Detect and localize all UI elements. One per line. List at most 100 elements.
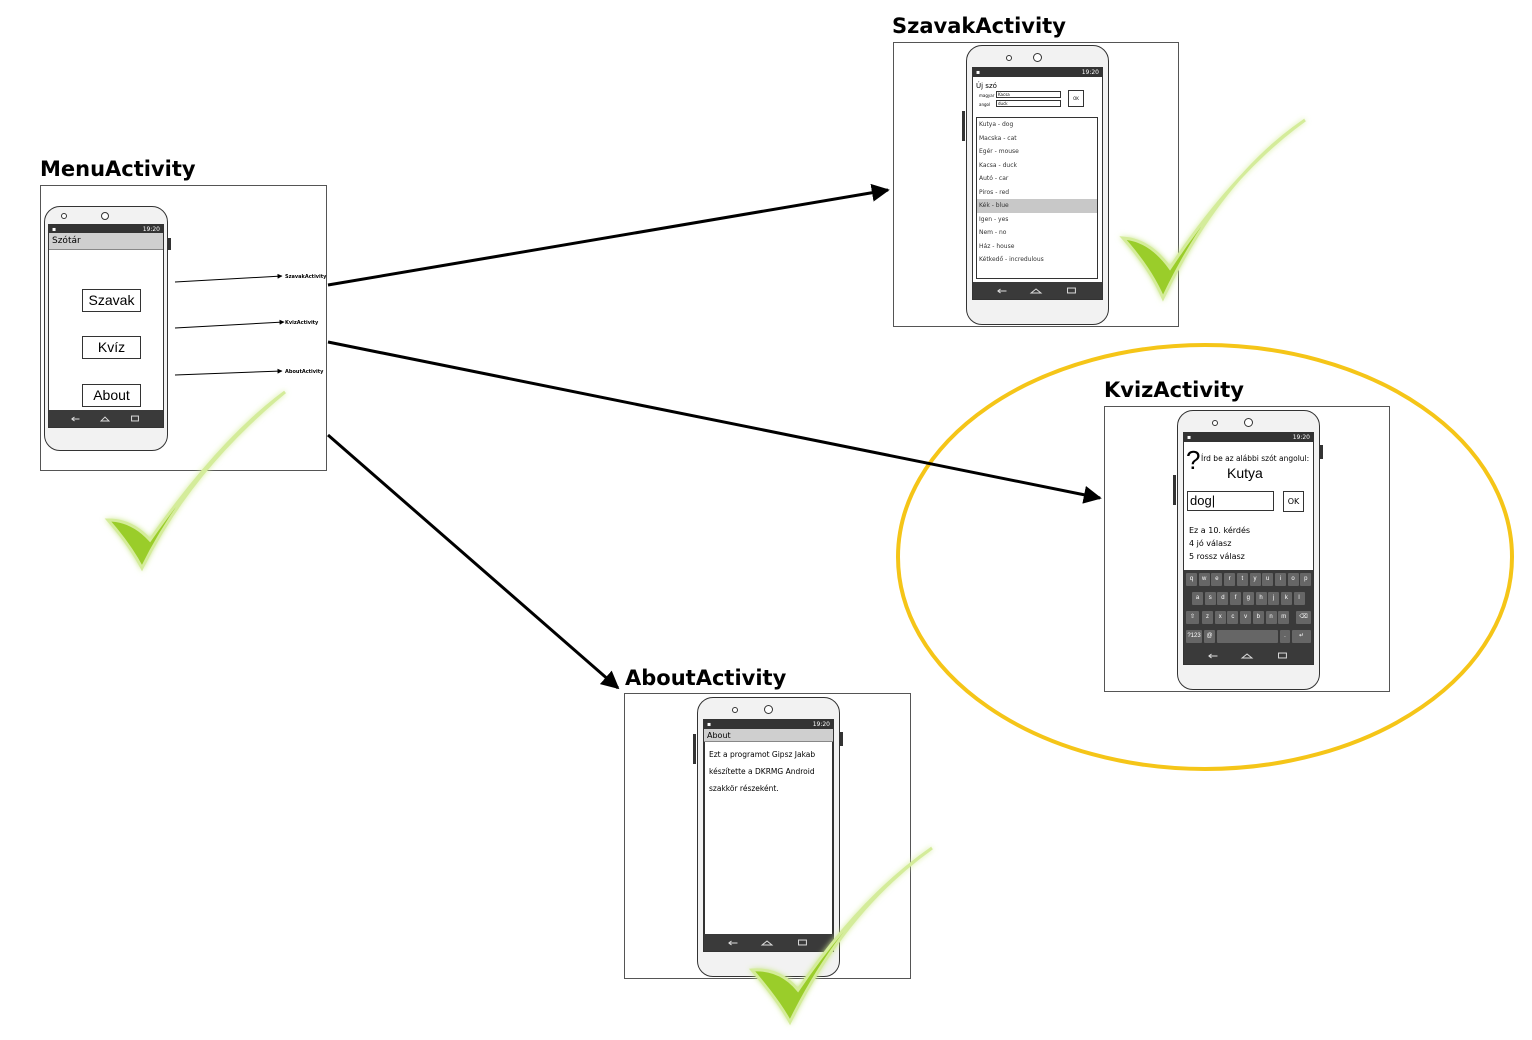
word-list-item[interactable]: Ház - house xyxy=(979,242,1015,250)
arrow-to-szavak xyxy=(327,183,890,287)
link-line-kviz xyxy=(174,319,285,329)
camera-icon xyxy=(764,705,773,714)
about-button[interactable]: About xyxy=(82,384,141,407)
navigation-bar xyxy=(973,282,1102,299)
recents-icon[interactable] xyxy=(131,415,139,422)
menu-screen: ▪ 19:20 Szótár Szavak Kvíz About xyxy=(48,224,164,428)
kviz-screen: ▪ 19:20 ? Írd be az alábbi szót angolul:… xyxy=(1183,432,1314,665)
navigation-bar xyxy=(1184,647,1313,664)
key-k[interactable]: k xyxy=(1280,592,1292,605)
notification-icon: ▪ xyxy=(1187,434,1192,441)
kviz-button[interactable]: Kvíz xyxy=(82,336,141,359)
home-icon[interactable] xyxy=(1240,653,1254,659)
notification-icon: ▪ xyxy=(52,226,57,233)
word-list-item[interactable]: Kék - blue xyxy=(977,199,1097,213)
ok-button[interactable]: OK xyxy=(1068,90,1084,107)
key-d[interactable]: d xyxy=(1217,592,1229,605)
about-text-line-2: készítette a DKRMG Android xyxy=(709,767,815,776)
key-s[interactable]: s xyxy=(1204,592,1216,605)
key-i[interactable]: i xyxy=(1274,573,1286,586)
ok-button[interactable]: OK xyxy=(1283,491,1304,512)
word-list-item[interactable]: Nem - no xyxy=(979,229,1007,236)
enter-icon[interactable]: ↵ xyxy=(1292,630,1311,643)
about-phone: ▪ 19:20 About Ezt a programot Gipsz Jaka… xyxy=(697,697,840,977)
key-f[interactable]: f xyxy=(1230,592,1242,605)
back-icon[interactable] xyxy=(997,288,1007,294)
word-list-item[interactable]: Egér - mouse xyxy=(979,148,1019,155)
question-icon: ? xyxy=(1186,445,1201,475)
key-g[interactable]: g xyxy=(1242,592,1254,605)
key-symbols[interactable]: ?123 xyxy=(1186,630,1202,643)
home-icon[interactable] xyxy=(99,416,111,422)
status-bar: ▪ 19:20 xyxy=(49,225,163,233)
power-button xyxy=(962,111,965,141)
angol-input[interactable]: duck xyxy=(996,100,1061,107)
menu-actionbar: Szótár xyxy=(49,233,163,250)
answer-input[interactable]: dog| xyxy=(1187,491,1274,511)
key-o[interactable]: o xyxy=(1287,573,1299,586)
menu-activity-title: MenuActivity xyxy=(40,157,196,181)
szavak-screen: ▪ 19:20 Új szó magyar Kacsa angol duck O… xyxy=(972,67,1103,300)
kviz-activity-frame: ▪ 19:20 ? Írd be az alábbi szót angolul:… xyxy=(1104,406,1390,692)
key-j[interactable]: j xyxy=(1268,592,1280,605)
key-p[interactable]: p xyxy=(1300,573,1312,586)
link-label-about: AboutActivity xyxy=(285,369,324,375)
key-at[interactable]: @ xyxy=(1204,630,1215,643)
key-m[interactable]: m xyxy=(1278,611,1290,624)
sensor-icon xyxy=(1212,420,1218,426)
recents-icon[interactable] xyxy=(1067,287,1076,294)
key-t[interactable]: t xyxy=(1236,573,1248,586)
key-a[interactable]: a xyxy=(1192,592,1203,605)
key-u[interactable]: u xyxy=(1262,573,1274,586)
key-h[interactable]: h xyxy=(1255,592,1267,605)
word-list-item[interactable]: Kétkedő - incredulous xyxy=(979,256,1044,263)
word-list-item[interactable]: Piros - red xyxy=(979,188,1010,196)
key-q[interactable]: q xyxy=(1186,573,1197,586)
about-text-line-1: Ezt a programot Gipsz Jakab xyxy=(709,750,816,759)
word-list-item[interactable]: Igen - yes xyxy=(979,215,1009,223)
word-list-item[interactable]: Kacsa - duck xyxy=(979,161,1017,169)
magyar-input[interactable]: Kacsa xyxy=(996,91,1061,98)
about-activity-title: AboutActivity xyxy=(625,666,787,690)
checkmark-icon xyxy=(104,390,286,572)
back-icon[interactable] xyxy=(728,940,738,946)
about-content: Ezt a programot Gipsz Jakab készítette a… xyxy=(704,742,833,936)
backspace-icon[interactable]: ⌫ xyxy=(1296,611,1311,624)
key-l[interactable]: l xyxy=(1293,592,1305,605)
home-icon[interactable] xyxy=(760,940,774,946)
key-r[interactable]: r xyxy=(1224,573,1236,586)
recents-icon[interactable] xyxy=(798,939,807,946)
status-bar: ▪ 19:20 xyxy=(704,720,833,729)
highlight-ellipse xyxy=(896,343,1514,771)
recents-icon[interactable] xyxy=(1278,652,1287,659)
key-space[interactable] xyxy=(1217,630,1278,643)
link-label-szavak: SzavakActivity xyxy=(285,274,327,280)
key-c[interactable]: c xyxy=(1227,611,1239,624)
back-icon[interactable] xyxy=(1208,653,1218,659)
key-w[interactable]: w xyxy=(1198,573,1210,586)
key-x[interactable]: x xyxy=(1214,611,1226,624)
szavak-button[interactable]: Szavak xyxy=(82,289,141,312)
shift-icon[interactable]: ⇧ xyxy=(1186,611,1199,624)
key-dot[interactable]: . xyxy=(1280,630,1290,643)
sensor-icon xyxy=(1006,55,1012,61)
key-e[interactable]: e xyxy=(1211,573,1223,586)
key-n[interactable]: n xyxy=(1265,611,1277,624)
status-time: 19:20 xyxy=(1292,434,1310,441)
key-b[interactable]: b xyxy=(1252,611,1264,624)
key-z[interactable]: z xyxy=(1202,611,1213,624)
word-list-item[interactable]: Kutya - dog xyxy=(979,121,1014,128)
back-icon[interactable] xyxy=(71,416,80,422)
word-list-item[interactable]: Autó - car xyxy=(979,175,1009,182)
notification-icon: ▪ xyxy=(707,721,712,728)
about-activity-frame: ▪ 19:20 About Ezt a programot Gipsz Jaka… xyxy=(624,693,911,979)
arrow-to-kviz xyxy=(327,340,1102,504)
camera-icon xyxy=(1033,53,1042,62)
key-v[interactable]: v xyxy=(1240,611,1252,624)
key-y[interactable]: y xyxy=(1249,573,1261,586)
home-icon[interactable] xyxy=(1029,288,1043,294)
word-list-item[interactable]: Macska - cat xyxy=(979,134,1017,142)
navigation-bar xyxy=(49,410,163,427)
